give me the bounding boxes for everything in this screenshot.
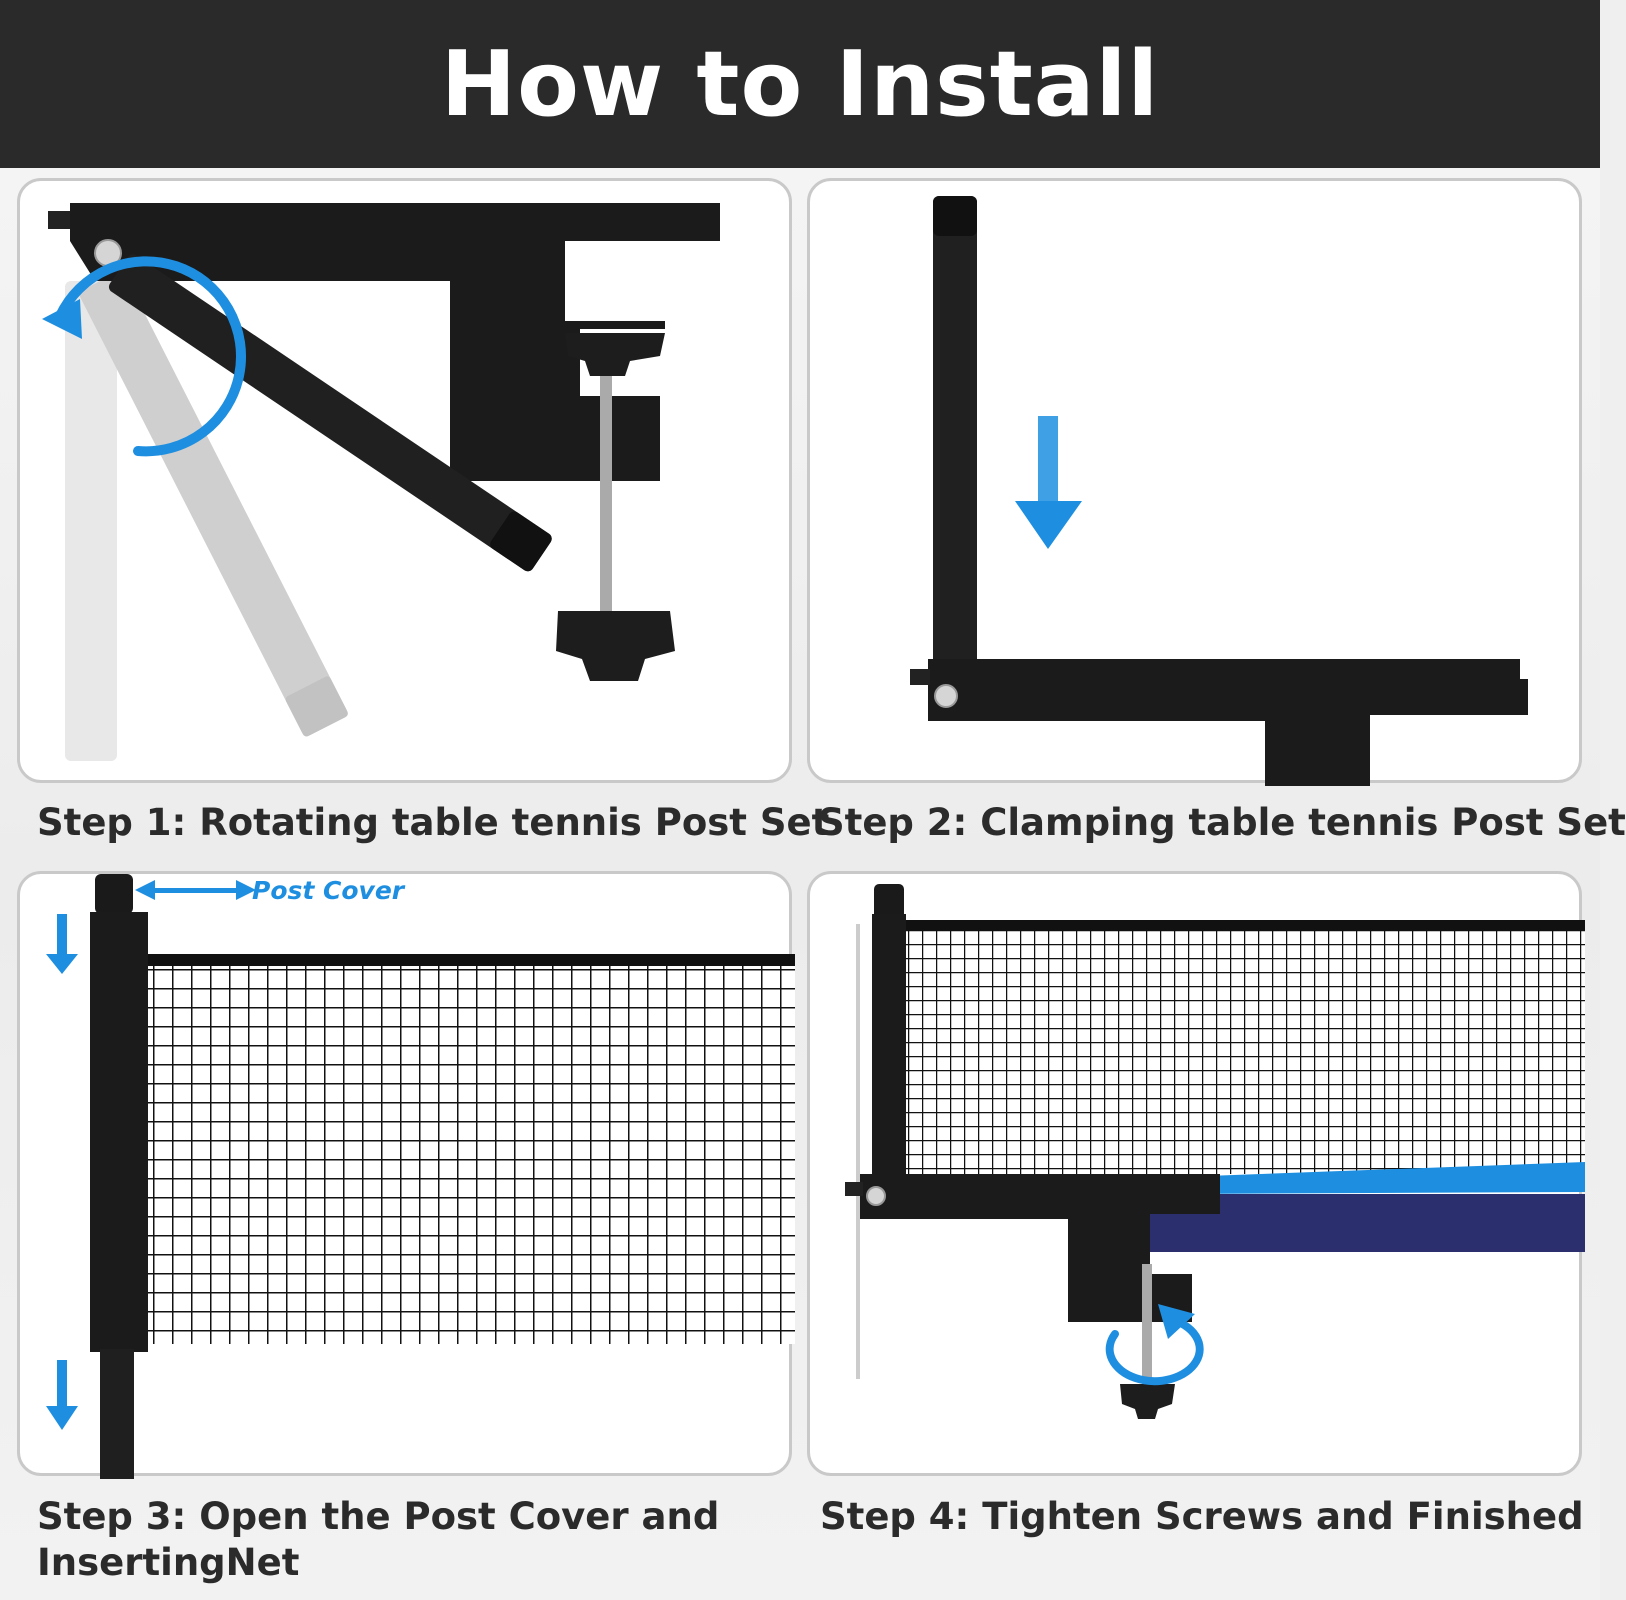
net-top-band [140, 954, 795, 966]
lower-knob [556, 611, 675, 681]
step-4-caption: Step 4: Tighten Screws and Finished [820, 1495, 1584, 1538]
clamp-screw [1142, 1264, 1152, 1394]
post-cover [90, 912, 148, 1352]
step-2-illustration [910, 196, 1528, 786]
step-4-panel [807, 871, 1585, 1476]
pivot-rivet [866, 1186, 886, 1206]
upright-post [933, 196, 977, 676]
ghost-post-rotating [79, 271, 348, 737]
step-1-illustration [42, 203, 720, 761]
down-arrow-icon [1015, 416, 1082, 549]
rotation-arrow-icon [42, 256, 246, 457]
net-top-band [898, 920, 1585, 930]
ghost-post-vertical [65, 281, 117, 761]
post-cap [874, 884, 904, 919]
down-arrow-icon [46, 1360, 78, 1430]
post-cap [95, 874, 133, 914]
down-arrow-icon [46, 914, 78, 974]
step-2-panel [807, 178, 1582, 786]
clamp-base [928, 659, 1528, 786]
post-cover-callout: Post Cover [252, 876, 405, 905]
step-2-caption: Step 2: Clamping table tennis Post Set [818, 801, 1626, 844]
page-title: How to Install [440, 31, 1160, 137]
step-3-caption: Step 3: Open the Post Cover and Insertin… [37, 1495, 720, 1584]
step-1-panel [17, 178, 792, 783]
pivot-rivet [934, 684, 958, 708]
clamp-body [70, 203, 720, 481]
tighten-arrow-icon [1105, 1304, 1204, 1386]
net-mesh [140, 964, 795, 1344]
net-mesh [898, 929, 1585, 1174]
table-top [1180, 1162, 1585, 1194]
clamp-screw [600, 376, 612, 616]
double-arrow-icon [135, 880, 256, 900]
upper-knob [565, 333, 665, 376]
pivot-pin [845, 1182, 863, 1196]
header-bar: How to Install [0, 0, 1600, 168]
step-3-illustration [46, 874, 795, 1479]
step-4-illustration [845, 884, 1585, 1419]
lower-knob [1120, 1384, 1175, 1419]
post-clamp [860, 1174, 1220, 1322]
pivot-pin [910, 669, 930, 685]
pivot-pin [48, 211, 70, 229]
net-post [872, 914, 906, 1184]
rotating-post [108, 254, 552, 572]
step-3-panel: Post Cover [17, 871, 795, 1479]
step-1-caption: Step 1: Rotating table tennis Post Set [37, 801, 830, 844]
post-lower [100, 1349, 134, 1479]
